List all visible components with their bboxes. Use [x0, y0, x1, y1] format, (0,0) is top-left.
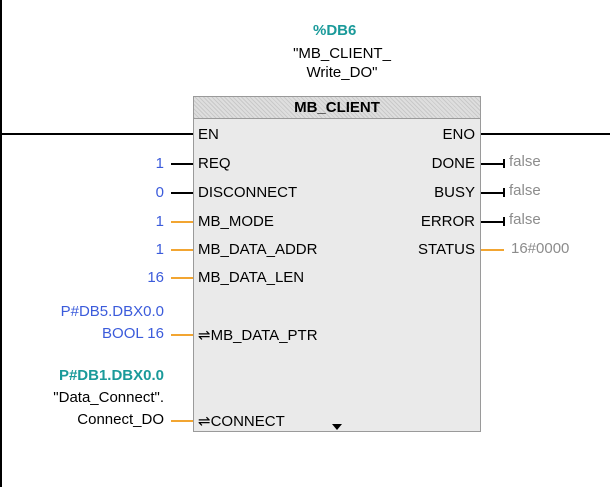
- pin-mb-data-len[interactable]: MB_DATA_LEN: [198, 269, 305, 286]
- connect-address[interactable]: P#DB1.DBX0.0: [58, 367, 164, 384]
- disconnect-value[interactable]: 0: [155, 184, 164, 201]
- wire-mb-data-ptr: [171, 334, 193, 336]
- wire-status: [481, 249, 504, 251]
- mb-data-ptr-address[interactable]: P#DB5.DBX0.0: [60, 303, 164, 320]
- error-monitor-value: false: [509, 211, 541, 228]
- pin-error[interactable]: ERROR: [420, 213, 475, 230]
- wire-mb-mode: [171, 221, 193, 223]
- pin-req[interactable]: REQ: [198, 155, 231, 172]
- pin-busy[interactable]: BUSY: [434, 184, 475, 201]
- mb-data-ptr-type[interactable]: BOOL 16: [102, 325, 164, 342]
- connect-symbol-line1[interactable]: "Data_Connect".: [53, 389, 164, 406]
- en-power-line: [0, 133, 193, 135]
- pin-connect[interactable]: ⇌CONNECT: [198, 413, 285, 430]
- instance-db-name-line1: "MB_CLIENT_: [293, 45, 391, 62]
- mb-data-addr-value[interactable]: 1: [155, 241, 164, 258]
- instance-db-number[interactable]: %DB6: [313, 22, 357, 39]
- wire-done-end: [503, 159, 505, 168]
- mb-client-block[interactable]: MB_CLIENT: [193, 96, 481, 432]
- status-monitor-value: 16#0000: [511, 240, 570, 257]
- pin-disconnect[interactable]: DISCONNECT: [198, 184, 298, 201]
- mb-mode-value[interactable]: 1: [155, 213, 164, 230]
- wire-error: [481, 221, 504, 223]
- instance-db-name-line2: Write_DO": [306, 64, 378, 81]
- req-value[interactable]: 1: [155, 155, 164, 172]
- done-monitor-value: false: [509, 153, 541, 170]
- wire-disconnect: [171, 192, 193, 194]
- instance-db-name[interactable]: "MB_CLIENT_ Write_DO": [272, 44, 412, 82]
- pin-mb-data-addr[interactable]: MB_DATA_ADDR: [198, 241, 318, 258]
- wire-mb-data-len: [171, 277, 193, 279]
- wire-req: [171, 163, 193, 165]
- wire-connect: [171, 420, 193, 422]
- wire-mb-data-addr: [171, 249, 193, 251]
- pin-en[interactable]: EN: [198, 126, 219, 143]
- left-power-rail: [0, 0, 2, 487]
- pin-status[interactable]: STATUS: [418, 241, 475, 258]
- pin-done[interactable]: DONE: [431, 155, 475, 172]
- wire-done: [481, 163, 504, 165]
- mb-data-len-value[interactable]: 16: [147, 269, 164, 286]
- eno-power-line: [481, 133, 610, 135]
- wire-busy-end: [503, 188, 505, 197]
- pin-mb-mode[interactable]: MB_MODE: [198, 213, 274, 230]
- expand-pins-chevron-down-icon[interactable]: [332, 424, 342, 430]
- pin-eno[interactable]: ENO: [442, 126, 475, 143]
- block-title: MB_CLIENT: [194, 97, 480, 119]
- wire-error-end: [503, 217, 505, 226]
- busy-monitor-value: false: [509, 182, 541, 199]
- pin-mb-data-ptr[interactable]: ⇌MB_DATA_PTR: [198, 327, 318, 344]
- connect-symbol-line2[interactable]: Connect_DO: [77, 411, 164, 428]
- wire-busy: [481, 192, 504, 194]
